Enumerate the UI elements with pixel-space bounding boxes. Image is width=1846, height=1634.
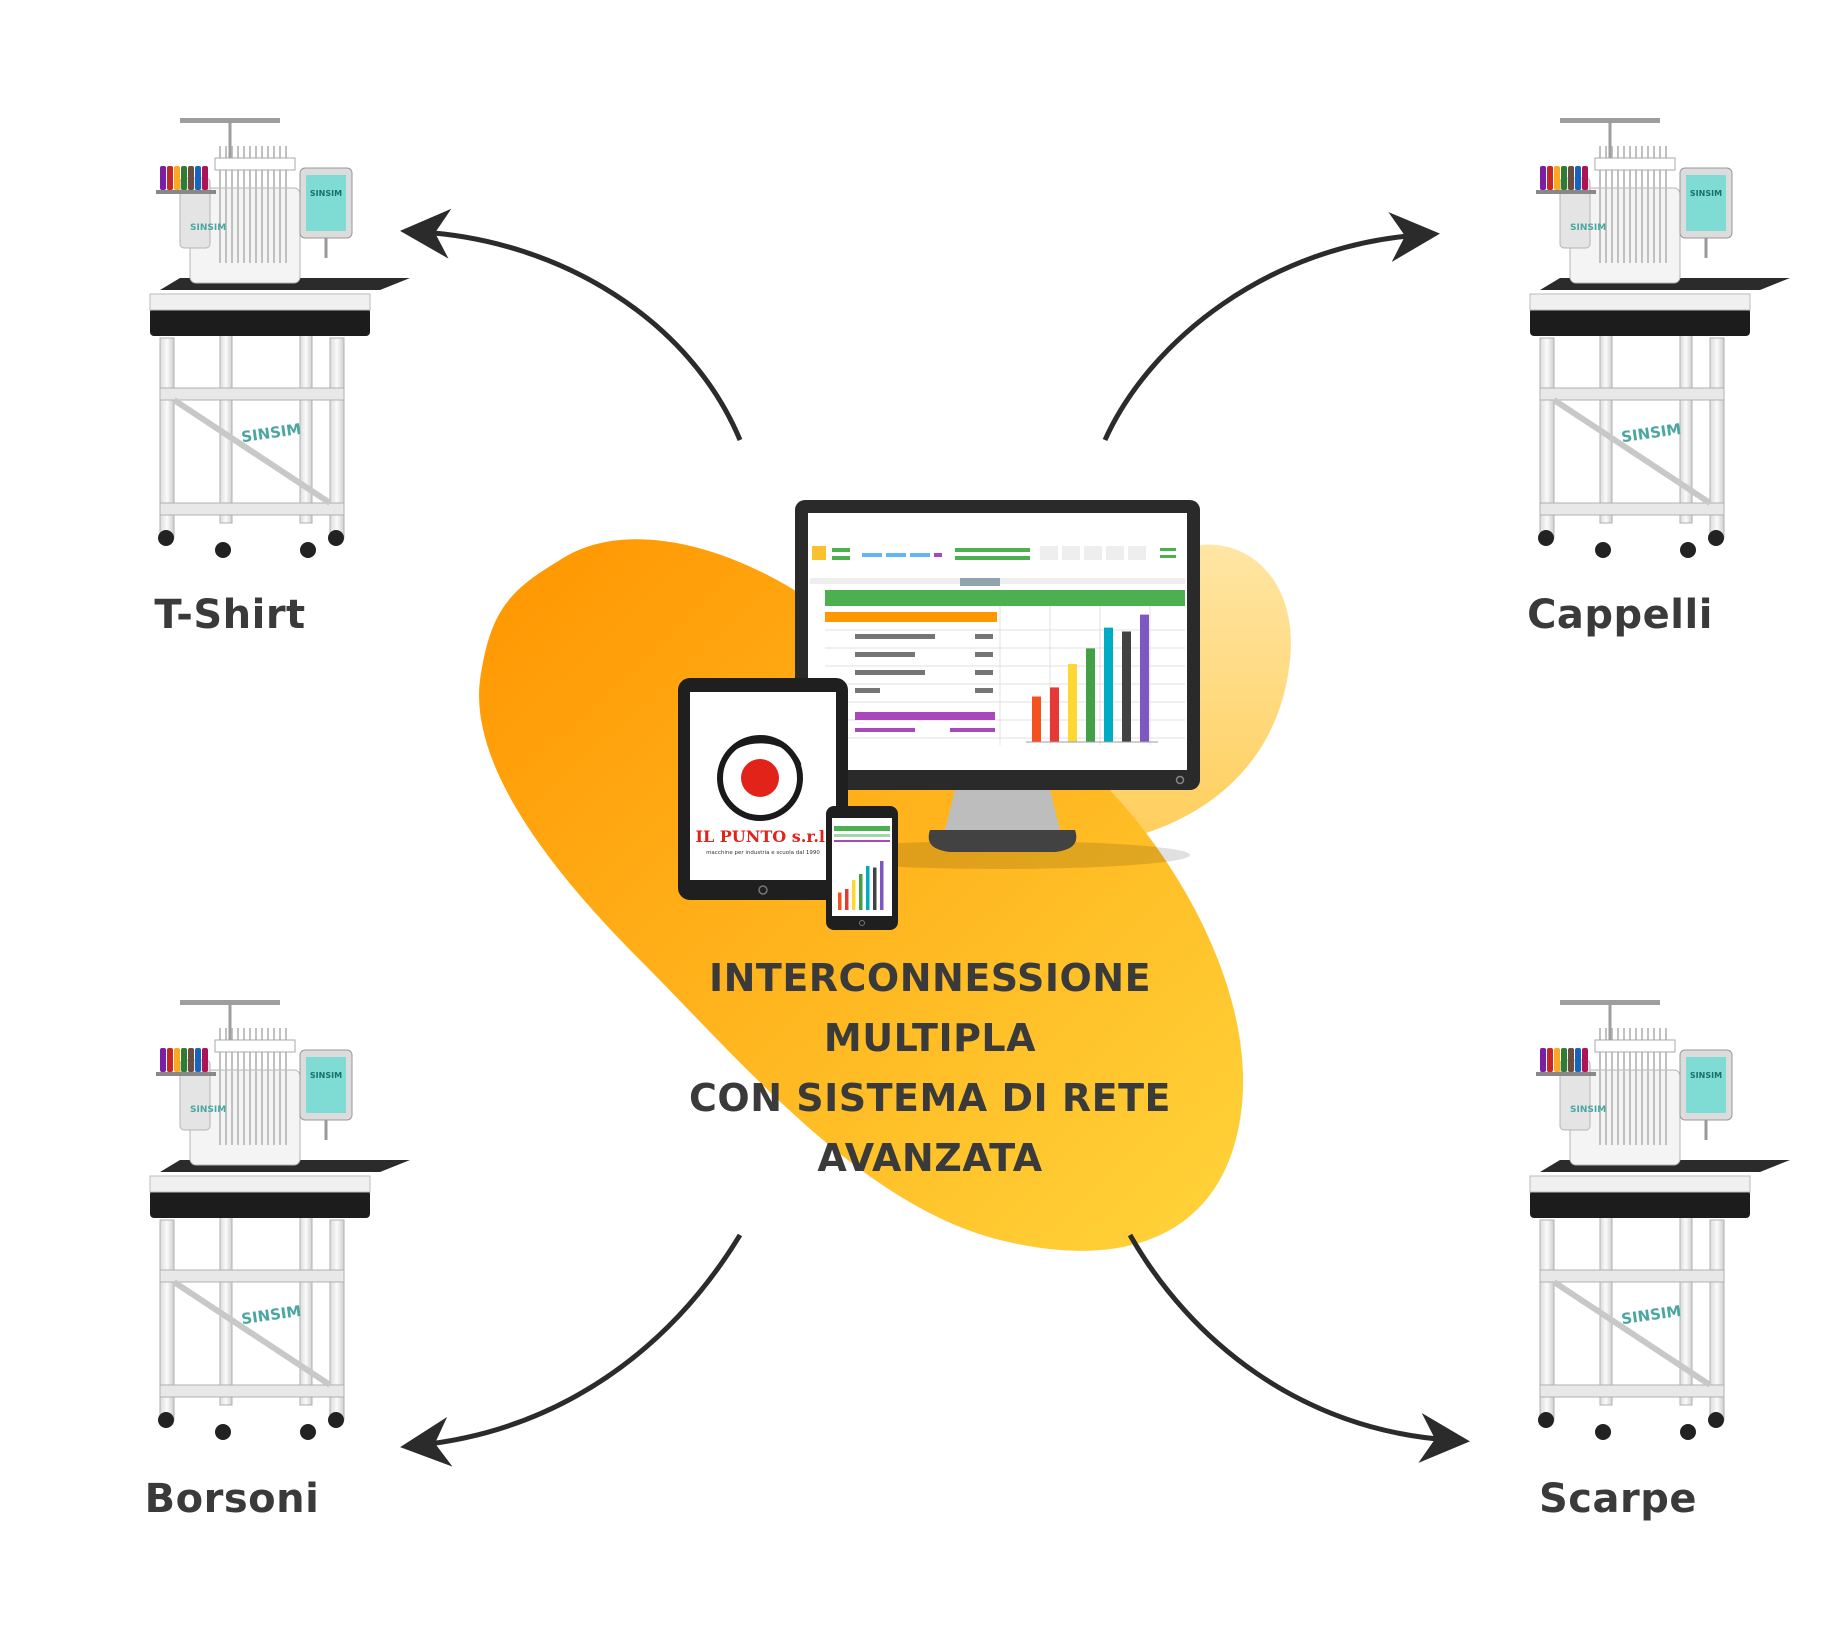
headline: INTERCONNESSIONE MULTIPLA CON SISTEMA DI… — [630, 948, 1230, 1188]
svg-text:SINSIM: SINSIM — [1570, 1105, 1606, 1115]
smartphone — [826, 806, 898, 930]
headline-line-1: INTERCONNESSIONE — [708, 956, 1152, 1000]
label-cappelli: Cappelli — [1527, 592, 1713, 638]
chart-bar — [1104, 627, 1113, 742]
chart-bar — [880, 861, 884, 910]
chart-bar — [852, 880, 856, 910]
chart-bar — [1032, 696, 1041, 742]
label-tshirt: T-Shirt — [154, 592, 306, 638]
label-scarpe: Scarpe — [1539, 1476, 1697, 1522]
svg-text:SINSIM: SINSIM — [240, 420, 302, 446]
chart-bar — [873, 867, 877, 910]
embroidery-machine-borsoni: SINSIM SINSIM SINSIM — [149, 1000, 410, 1440]
embroidery-machine-tshirt: SINSIM SINSIM SINSIM — [149, 118, 410, 558]
headline-line-3: CON SISTEMA DI RETE — [689, 1076, 1171, 1120]
label-borsoni: Borsoni — [144, 1476, 320, 1522]
headline-line-2: MULTIPLA — [823, 1016, 1037, 1060]
spreadsheet-chart — [1026, 614, 1158, 743]
chart-bar — [866, 866, 870, 910]
headline-line-4: AVANZATA — [817, 1136, 1043, 1180]
svg-text:SINSIM: SINSIM — [1570, 223, 1606, 233]
chart-bar — [845, 889, 849, 910]
svg-text:SINSIM: SINSIM — [1620, 1302, 1682, 1328]
svg-text:SINSIM: SINSIM — [1690, 1071, 1722, 1080]
svg-text:SINSIM: SINSIM — [240, 1302, 302, 1328]
arrow-to-borsoni — [400, 1233, 743, 1467]
chart-bar — [859, 874, 863, 910]
chart-bar — [838, 892, 842, 910]
embroidery-machine-cappelli: SINSIM SINSIM SINSIM — [1529, 118, 1790, 558]
svg-text:SINSIM: SINSIM — [190, 223, 226, 233]
tablet: IL PUNTO s.r.l. macchine per industria e… — [678, 678, 848, 900]
chart-bar — [1068, 664, 1077, 742]
arrows — [400, 208, 1470, 1467]
chart-bar — [1140, 614, 1149, 742]
logo-tagline: macchine per industria e scuola dal 1990 — [706, 850, 820, 856]
embroidery-machine-scarpe: SINSIM SINSIM SINSIM — [1529, 1000, 1790, 1440]
svg-text:SINSIM: SINSIM — [310, 1071, 342, 1080]
logo-name: IL PUNTO s.r.l. — [695, 827, 830, 846]
chart-bar — [1050, 687, 1059, 742]
chart-bar — [1086, 648, 1095, 742]
machines: SINSIMSINSIMSINSIMSINSIMSINSIMSINSIMSINS… — [149, 118, 1790, 1440]
svg-text:SINSIM: SINSIM — [310, 189, 342, 198]
svg-text:SINSIM: SINSIM — [1620, 420, 1682, 446]
desktop-monitor — [795, 500, 1200, 869]
arrow-to-scarpe — [1127, 1233, 1470, 1463]
arrow-to-tshirt — [400, 208, 743, 441]
svg-text:SINSIM: SINSIM — [1690, 189, 1722, 198]
arrow-to-cappelli — [1102, 212, 1440, 442]
svg-text:SINSIM: SINSIM — [190, 1105, 226, 1115]
il-punto-logo: IL PUNTO s.r.l. macchine per industria e… — [695, 735, 831, 856]
chart-bar — [1122, 631, 1131, 742]
